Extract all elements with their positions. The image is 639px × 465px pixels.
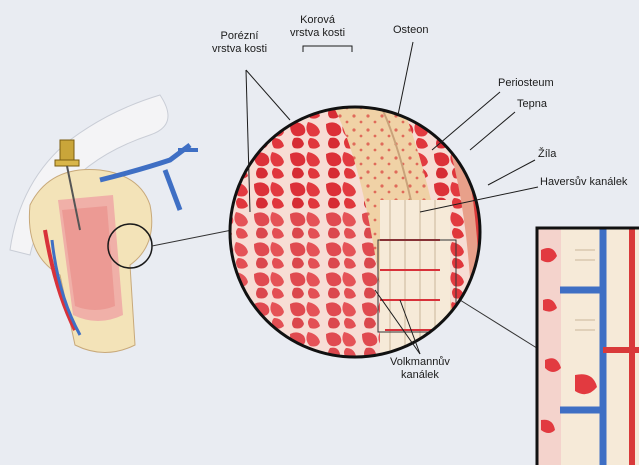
label-porous-line2: vrstva kosti: [212, 43, 267, 56]
bone-illustration: [10, 95, 198, 353]
label-volkmann-canal: Volkmannův kanálek: [390, 356, 450, 382]
label-volkmann-line2: kanálek: [390, 369, 450, 382]
label-cortical-line1: Korová: [290, 14, 345, 27]
label-artery: Tepna: [517, 98, 547, 111]
label-periosteum: Periosteum: [498, 77, 554, 90]
label-porous-line1: Porézní: [212, 30, 267, 43]
label-cortical-layer: Korová vrstva kosti: [290, 14, 345, 40]
label-osteon: Osteon: [393, 24, 428, 37]
magnified-bone-section: [220, 100, 510, 370]
zoom-connector: [152, 230, 232, 246]
label-cortical-line2: vrstva kosti: [290, 27, 345, 40]
inset-connector: [460, 300, 540, 350]
label-volkmann-line1: Volkmannův: [390, 356, 450, 369]
label-haversian-canal: Haversův kanálek: [540, 176, 627, 189]
label-vein: Žíla: [538, 148, 556, 161]
inset-detail: [537, 228, 639, 465]
label-porous-layer: Porézní vrstva kosti: [212, 30, 267, 56]
